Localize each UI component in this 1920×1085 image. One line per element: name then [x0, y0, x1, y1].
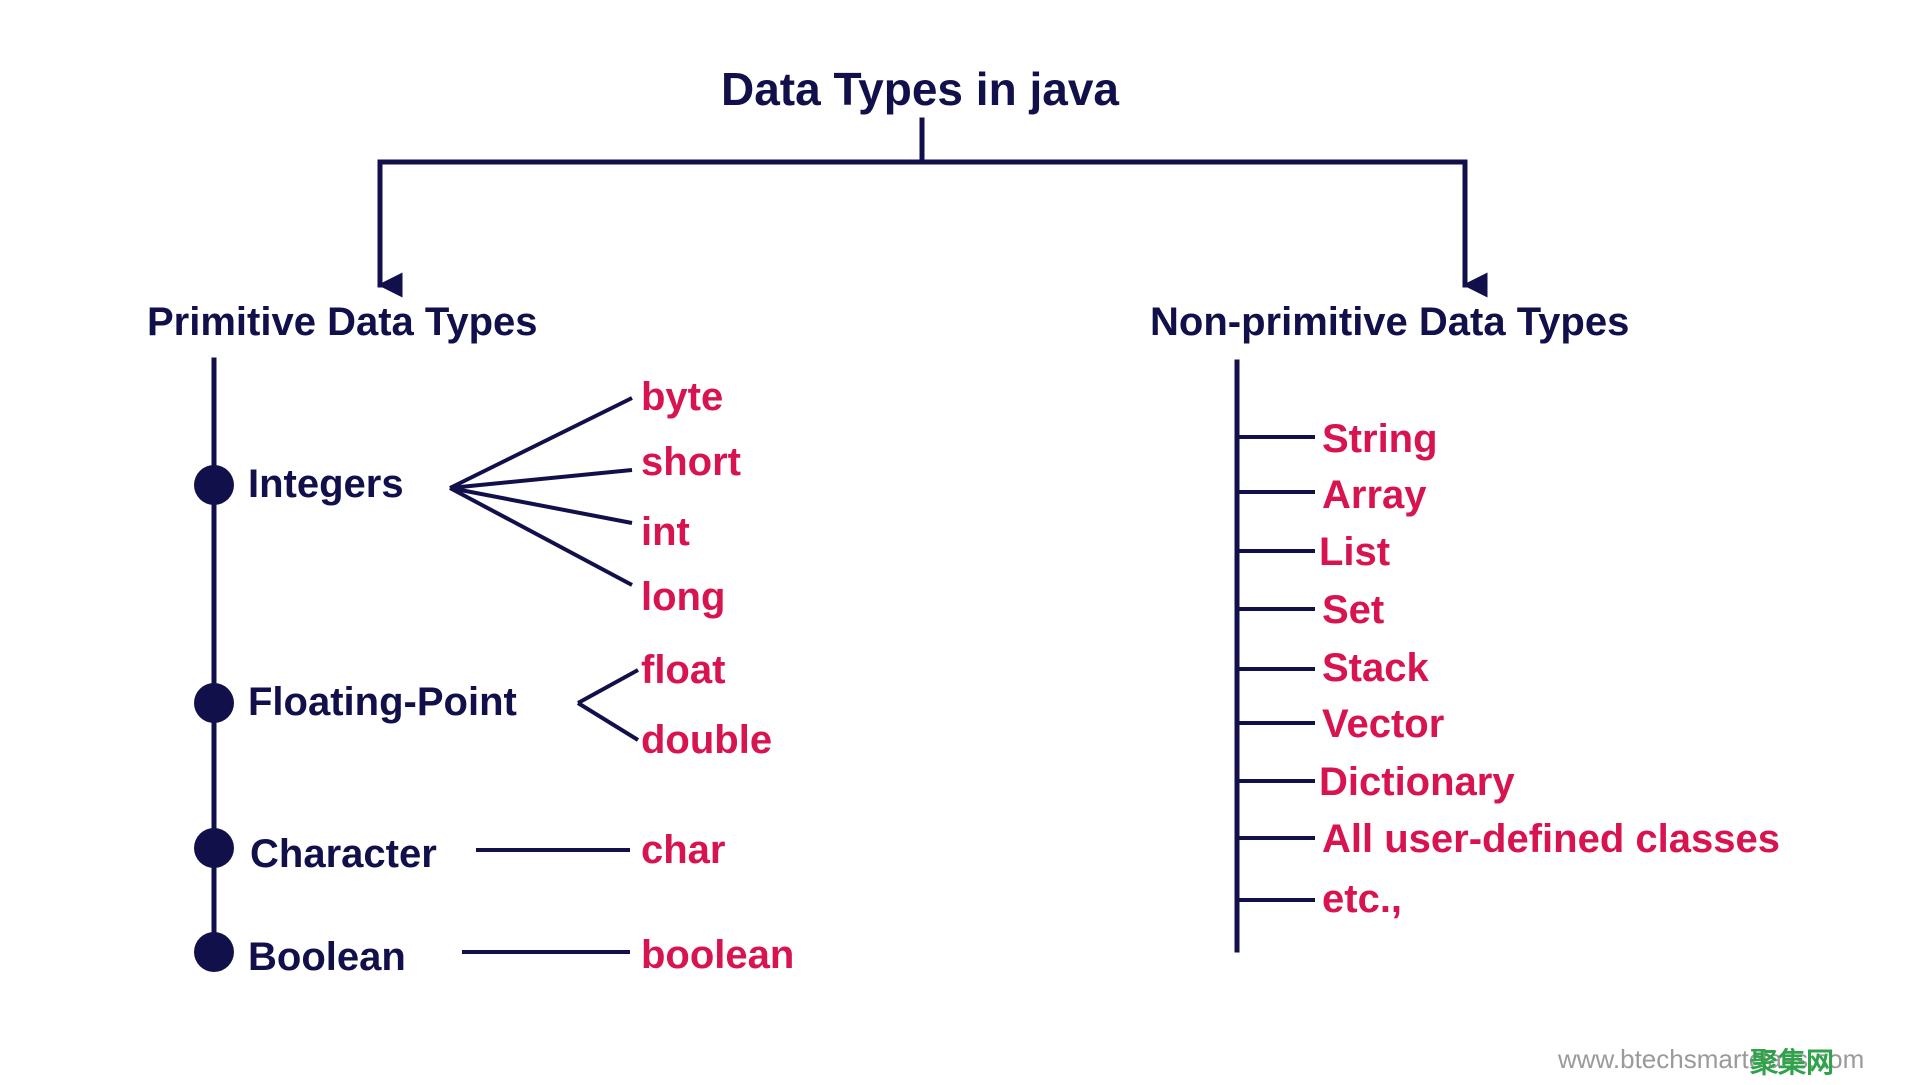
group-integers: Integers	[248, 462, 404, 506]
type-set: Set	[1322, 588, 1384, 632]
integers-fan	[449, 396, 633, 587]
type-byte: byte	[641, 375, 723, 419]
type-vector: Vector	[1322, 702, 1444, 746]
type-etc: etc.,	[1322, 877, 1402, 921]
watermark-overlay: 聚集网	[1749, 1047, 1834, 1078]
type-list: List	[1319, 530, 1390, 574]
type-dictionary: Dictionary	[1319, 760, 1515, 804]
type-string: String	[1322, 417, 1438, 461]
non-primitive-heading: Non-primitive Data Types	[1150, 300, 1629, 344]
watermark-text: www.btechsmartclass.com	[1557, 1044, 1864, 1074]
type-boolean: boolean	[641, 933, 794, 977]
character-bullet	[194, 828, 234, 868]
group-character: Character	[250, 832, 437, 876]
type-user-defined-classes: All user-defined classes	[1322, 817, 1780, 861]
boolean-bullet	[194, 932, 234, 972]
type-short: short	[641, 440, 741, 484]
top-connector	[377, 117, 1488, 298]
type-char: char	[641, 828, 726, 872]
type-stack: Stack	[1322, 646, 1429, 690]
type-double: double	[641, 718, 772, 762]
group-boolean: Boolean	[248, 935, 406, 979]
type-int: int	[641, 510, 690, 554]
diagram-title: Data Types in java	[721, 63, 1119, 115]
type-long: long	[641, 575, 725, 619]
type-array: Array	[1322, 473, 1427, 517]
group-floating-point: Floating-Point	[248, 680, 517, 724]
floating-point-bullet	[194, 683, 234, 723]
integers-bullet	[194, 465, 234, 505]
non-primitive-branches	[1237, 435, 1315, 902]
floating-point-fan	[576, 668, 640, 742]
type-float: float	[641, 648, 725, 692]
primitive-heading: Primitive Data Types	[147, 300, 538, 344]
